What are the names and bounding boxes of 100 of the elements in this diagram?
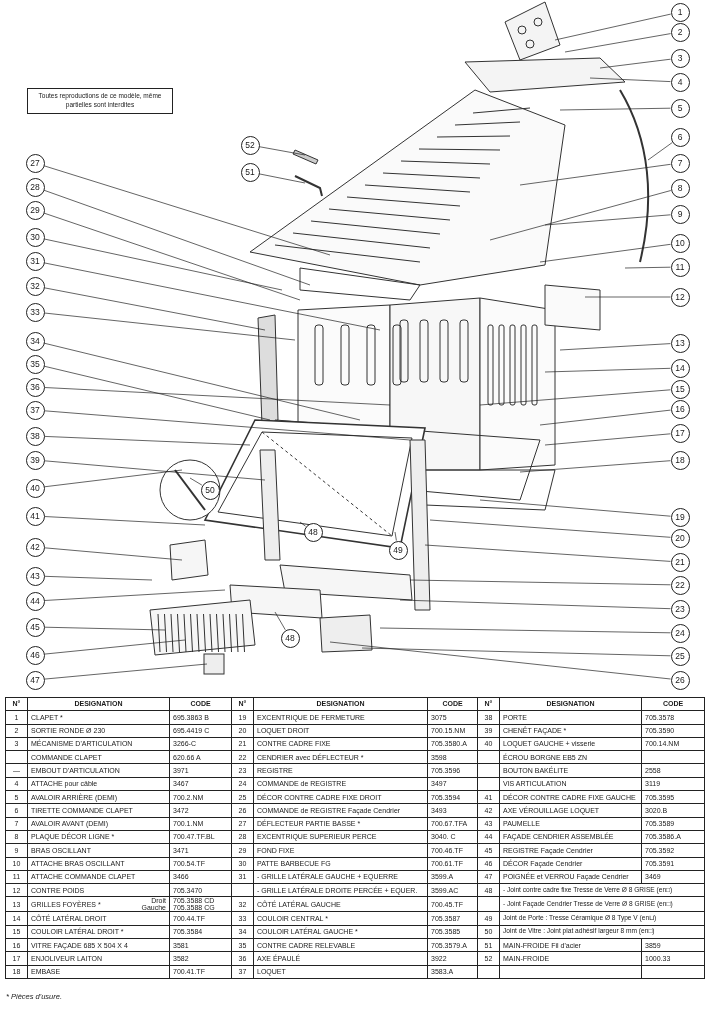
callout-number: 4 [670,72,690,92]
callout-number: 28 [25,177,45,197]
leader-line [584,296,671,298]
leader-line [329,641,671,680]
callout-number: 13 [670,333,690,353]
leader-line [559,343,671,351]
leader-line [44,639,186,655]
callout-number: 47 [25,670,45,690]
callout-number: 17 [670,423,690,443]
callout-number: 38 [25,426,45,446]
leader-line [554,13,672,41]
callout-number: 20 [670,528,690,548]
callout-number: 39 [25,450,45,470]
callout-number: 32 [25,276,45,296]
callout-number: 11 [670,257,690,277]
callout-number: 9 [670,204,690,224]
leader-line [564,33,671,53]
callout-number: 44 [25,591,45,611]
callout-number: 7 [670,153,690,173]
callout-number: 16 [670,399,690,419]
callout-number: 41 [25,506,45,526]
leader-line [589,77,671,82]
callout-number: 34 [25,331,45,351]
leader-line [544,367,671,373]
leader-line [394,531,397,541]
leader-line [258,146,306,156]
callout-number: 21 [670,552,690,572]
callout-number: 2 [670,22,690,42]
leader-line [519,163,671,186]
leader-line [43,212,301,301]
leader-line [544,214,671,226]
callout-number: 25 [670,646,690,666]
callout-number: 10 [670,233,690,253]
leader-line [399,599,671,610]
callout-number: 37 [25,400,45,420]
callout-number: 48 [280,628,300,648]
callout-number: 18 [670,450,690,470]
leader-line [258,173,306,184]
callout-number: 22 [670,575,690,595]
leader-line [409,579,671,586]
leader-line [44,312,296,341]
callout-number: 43 [25,566,45,586]
callout-number: 52 [240,135,260,155]
callout-number: 30 [25,227,45,247]
leader-line [544,433,671,446]
callout-number: 15 [670,379,690,399]
leader-line [43,189,311,286]
leader-line [43,287,266,331]
callout-number: 36 [25,377,45,397]
leader-line [44,547,183,561]
leader-line [479,389,671,406]
callout-number: 19 [670,507,690,527]
leader-line [44,589,226,601]
callout-number: 45 [25,617,45,637]
leader-line [647,142,673,161]
callout-number: 42 [25,537,45,557]
callout-number: 35 [25,354,45,374]
leader-line [189,477,203,486]
leader-line [44,516,206,526]
leader-line [44,387,391,406]
callout-number: 6 [670,127,690,147]
leader-line [44,460,266,481]
leader-line [361,647,671,657]
leader-line [44,436,251,446]
callout-number: 26 [670,670,690,690]
callout-number: 51 [240,162,260,182]
callout-number: 46 [25,645,45,665]
leader-line [539,243,671,263]
leader-line [43,238,283,291]
callout-number: 33 [25,302,45,322]
leader-line [489,190,672,241]
leader-line [429,519,671,538]
leader-line [44,626,166,631]
leader-line [43,262,381,331]
leader-line [424,544,671,562]
leader-line [624,266,671,269]
callout-number: 23 [670,599,690,619]
callout-number: 31 [25,251,45,271]
callout-number: 29 [25,200,45,220]
leader-line [43,365,271,421]
callout-number: 40 [25,478,45,498]
callout-number: 8 [670,178,690,198]
leader-line [479,499,671,517]
leader-line [379,627,671,634]
leader-line [539,409,671,426]
leader-line [274,611,286,631]
leader-line [599,58,671,69]
callout-number: 3 [670,48,690,68]
callout-number: 12 [670,287,690,307]
callout-number: 27 [25,153,45,173]
leader-line [44,575,153,581]
leader-line [43,165,331,256]
leader-line [43,342,361,421]
leader-line [44,663,208,680]
leader-line [559,107,671,111]
leader-line [299,521,306,527]
callout-number: 14 [670,358,690,378]
leader-line [44,469,183,488]
leader-line [519,460,671,473]
callout-number: 5 [670,98,690,118]
